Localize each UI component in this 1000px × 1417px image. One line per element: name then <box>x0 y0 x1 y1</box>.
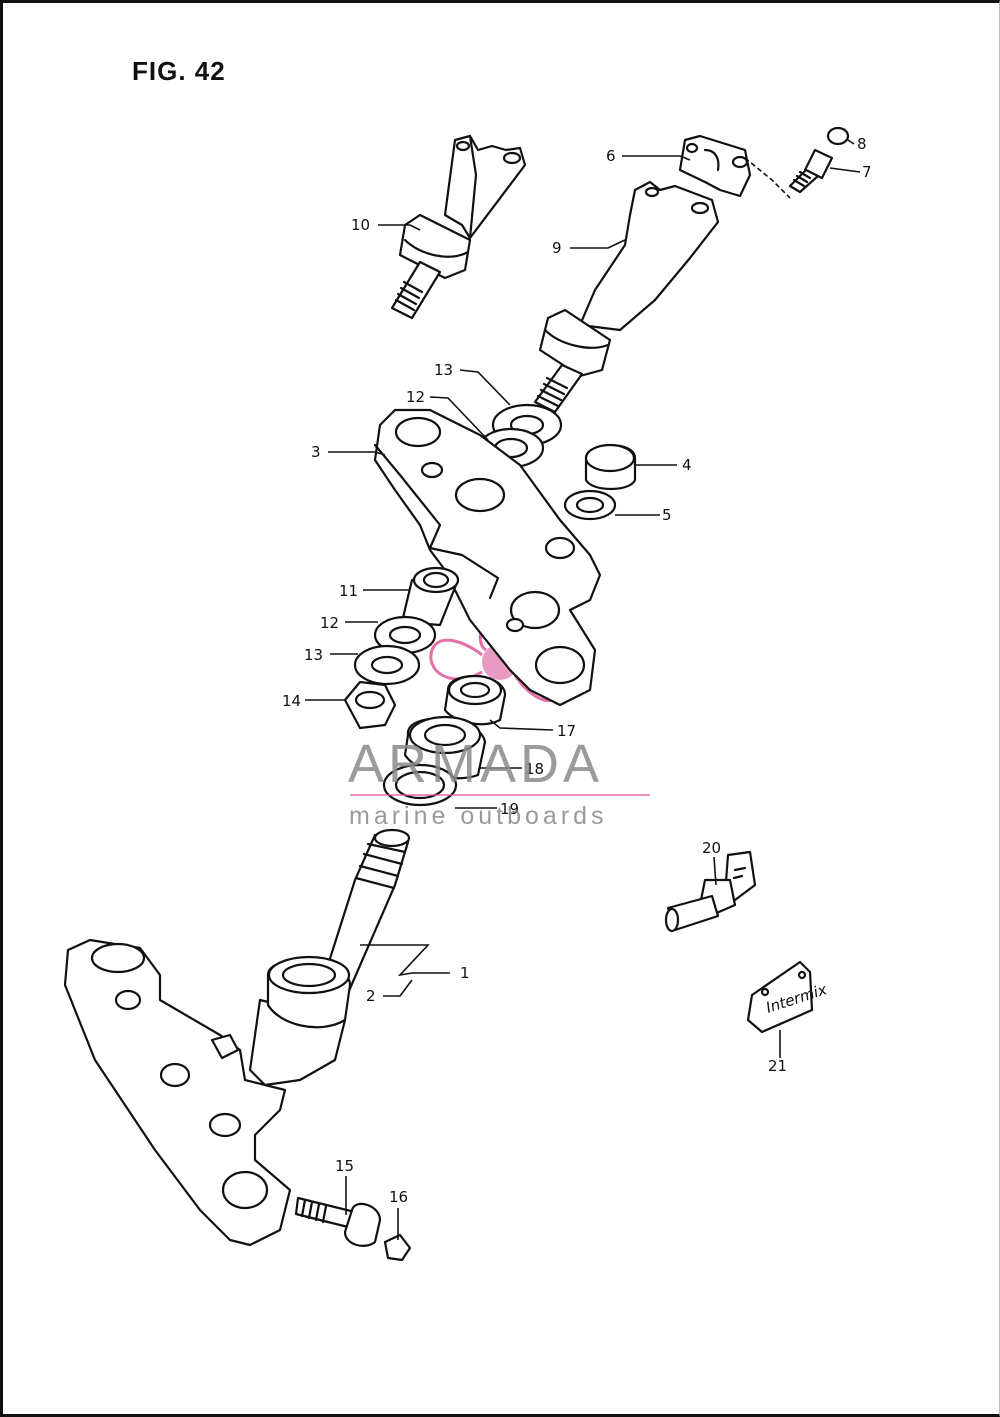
label-21: 21 <box>768 1057 787 1075</box>
label-5: 5 <box>662 506 672 524</box>
part-11-sleeve <box>400 566 460 627</box>
label-12-lower: 12 <box>320 614 339 632</box>
label-12-upper: 12 <box>406 388 425 406</box>
part-21-plate <box>746 960 814 1034</box>
label-9: 9 <box>552 239 562 257</box>
figure-title: FIG. 42 <box>132 56 226 86</box>
label-8: 8 <box>857 135 867 153</box>
part-6-clamp <box>678 134 752 198</box>
part-18-bearing <box>403 715 487 780</box>
label-14: 14 <box>282 692 301 710</box>
part-12-lower-washer <box>373 615 437 655</box>
watermark-tagline: marine outboards <box>349 802 608 830</box>
leader-lines <box>305 139 861 1240</box>
part-3-bracket <box>373 408 602 707</box>
part-17-nut <box>443 674 507 726</box>
part-14-nut <box>343 680 397 730</box>
label-4: 4 <box>682 456 692 474</box>
label-10: 10 <box>351 216 370 234</box>
part-15-bolt <box>294 1196 382 1247</box>
label-13-upper: 13 <box>434 361 453 379</box>
label-16: 16 <box>389 1188 408 1206</box>
label-19: 19 <box>500 800 519 818</box>
label-3: 3 <box>311 443 321 461</box>
label-13-lower: 13 <box>304 646 323 664</box>
part-10-shaft <box>390 134 527 320</box>
part-7-bolt <box>744 148 834 199</box>
callout-labels: 1 2 3 4 5 6 7 8 9 10 11 12 12 13 13 14 1… <box>282 135 872 1206</box>
label-2: 2 <box>366 987 376 1005</box>
label-17: 17 <box>557 722 576 740</box>
part-13-lower-washer <box>353 644 421 686</box>
part-4-cap <box>584 443 637 490</box>
label-7: 7 <box>862 163 872 181</box>
part-5-washer <box>563 489 617 521</box>
part-1-steering-stem <box>63 828 411 1247</box>
part-20-key <box>664 850 757 933</box>
watermark: ARMADA marine outboards <box>348 734 650 830</box>
label-11: 11 <box>339 582 358 600</box>
watermark-brand: ARMADA <box>348 734 603 794</box>
label-6: 6 <box>606 147 616 165</box>
label-20: 20 <box>702 839 721 857</box>
part-9-shaft <box>533 180 720 414</box>
label-1: 1 <box>460 964 470 982</box>
label-18: 18 <box>525 760 544 778</box>
part-8-cap <box>826 126 850 146</box>
part-2-bearing <box>266 955 352 1029</box>
label-15: 15 <box>335 1157 354 1175</box>
